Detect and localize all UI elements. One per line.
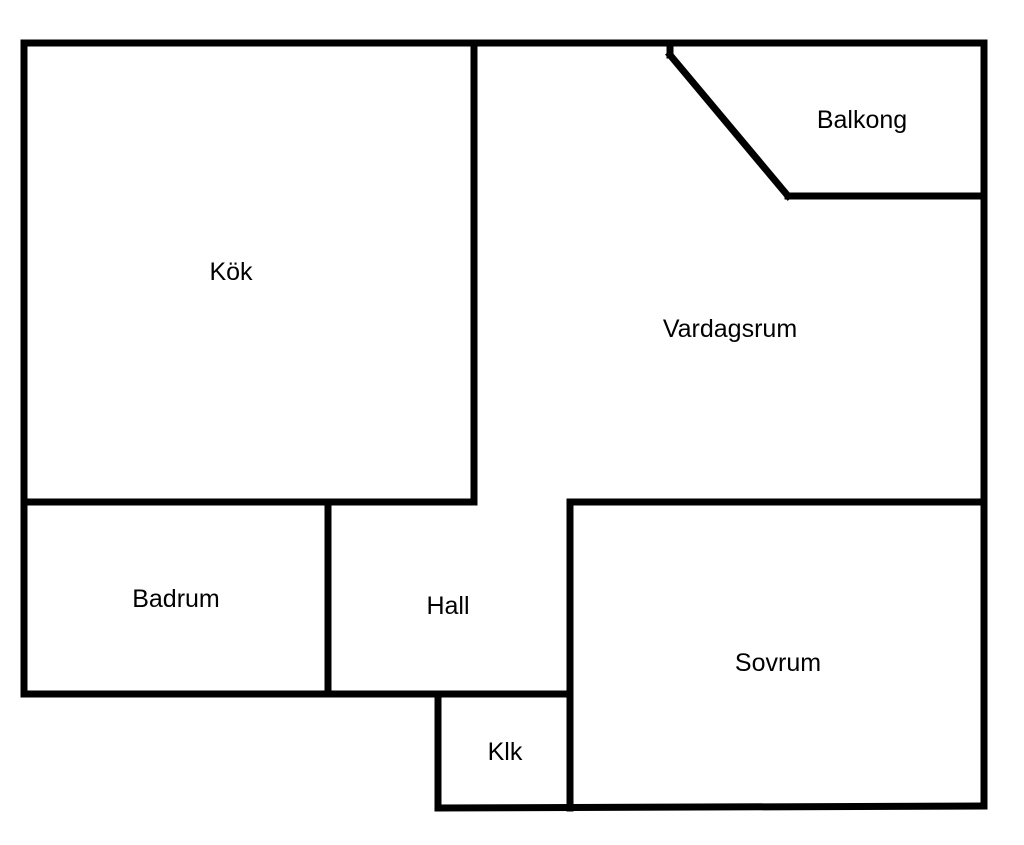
wall-balcony-diagonal	[665, 50, 793, 201]
room-label-sovrum: Sovrum	[735, 649, 821, 677]
room-labels: Kök Vardagsrum Balkong Badrum Hall Sovru…	[132, 106, 907, 766]
room-label-badrum: Badrum	[132, 585, 220, 613]
room-label-klk: Klk	[488, 738, 523, 766]
room-label-hall: Hall	[426, 592, 469, 620]
wall-bottom-right	[434, 802, 988, 812]
room-label-vardagsrum: Vardagsrum	[663, 315, 797, 343]
room-label-balkong: Balkong	[817, 106, 907, 134]
walls	[20, 39, 988, 812]
room-label-kok: Kök	[209, 258, 253, 286]
